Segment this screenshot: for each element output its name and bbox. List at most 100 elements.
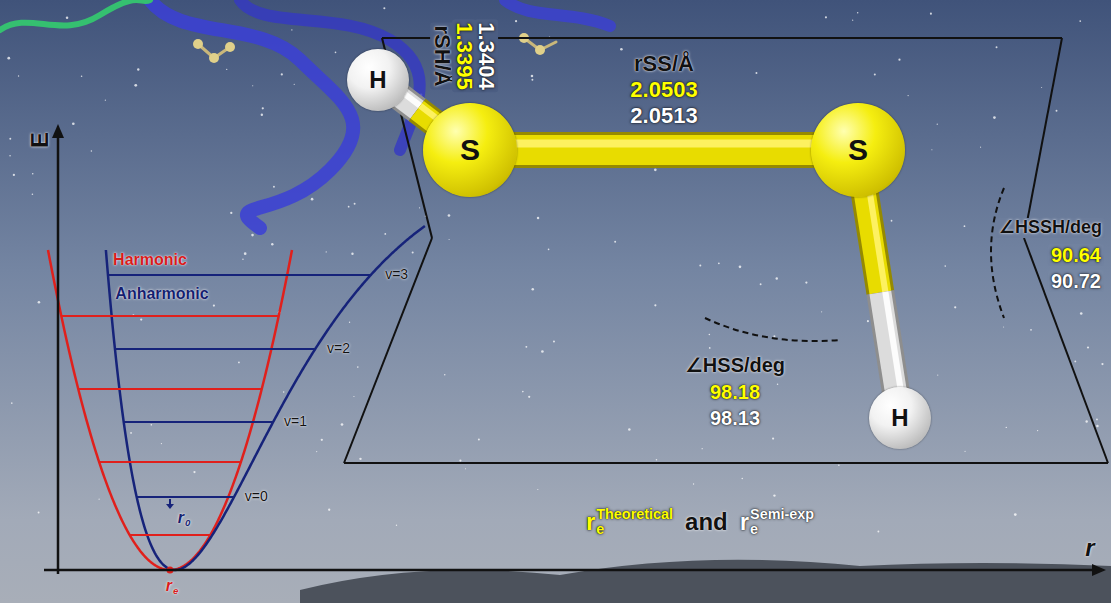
- star: [515, 20, 517, 22]
- star: [954, 306, 956, 308]
- star: [709, 334, 711, 336]
- star-field: [7, 7, 1103, 532]
- disulfide-atom: [193, 39, 203, 49]
- dihedral-arc: [991, 188, 1004, 318]
- star: [449, 239, 450, 240]
- anharmonic-curve: [106, 226, 425, 570]
- distance-subscript: e: [173, 585, 178, 596]
- semi-exp-value: 98.13: [710, 407, 760, 429]
- star: [654, 304, 656, 306]
- star: [1101, 363, 1103, 365]
- star: [877, 531, 879, 533]
- star: [281, 73, 283, 75]
- formula-subscript: e: [750, 521, 758, 537]
- bond-highlight: [870, 193, 886, 292]
- level-label: v=3: [385, 267, 408, 282]
- distance-subscript: 0: [185, 517, 190, 528]
- star: [996, 46, 998, 48]
- star: [964, 451, 965, 452]
- parameter-name: ∠HSS/deg: [685, 354, 785, 376]
- subscript-slot: e: [173, 586, 178, 596]
- parameter-name: ∠HSSH/deg: [996, 218, 1105, 238]
- atom-sphere: H: [869, 387, 931, 449]
- star: [412, 251, 414, 253]
- energy-axis: [57, 136, 60, 574]
- axes: [44, 124, 1106, 576]
- bond-highlight: [664, 140, 816, 148]
- star: [522, 391, 524, 393]
- star: [137, 68, 139, 70]
- star: [335, 52, 337, 54]
- star: [134, 84, 137, 87]
- star: [11, 402, 13, 404]
- star: [944, 265, 946, 267]
- semi-exp-value: 1.3404: [474, 19, 498, 92]
- harmonic-curve: [48, 250, 292, 570]
- star: [773, 494, 775, 496]
- star: [294, 84, 295, 85]
- star: [741, 478, 743, 480]
- theoretical-value: 2.0503: [630, 78, 697, 102]
- star: [66, 16, 69, 19]
- protein-ribbon: [0, 0, 610, 228]
- semi-exp-value: 90.72: [1048, 270, 1104, 292]
- subscript-slot: e: [596, 522, 673, 537]
- star: [252, 85, 253, 86]
- star: [384, 233, 386, 235]
- disulfide-atom: [209, 53, 219, 63]
- star: [242, 258, 243, 259]
- star: [291, 29, 292, 30]
- star: [838, 464, 840, 466]
- script-stack: Semi-expe: [750, 507, 814, 537]
- star: [1096, 425, 1098, 427]
- atom-symbol: H: [891, 406, 908, 430]
- atom-symbol: S: [848, 135, 868, 165]
- atom-sphere: S: [423, 103, 517, 197]
- star: [13, 174, 15, 176]
- star: [349, 322, 350, 323]
- star: [874, 73, 876, 75]
- bond-highlight: [512, 140, 664, 148]
- bond-cylinder: [512, 144, 815, 150]
- star: [718, 262, 720, 264]
- formula-superscript: Semi-exp: [750, 506, 814, 522]
- star: [359, 458, 361, 460]
- level-label: v=1: [284, 414, 307, 429]
- star: [193, 471, 195, 473]
- star: [614, 241, 616, 243]
- star: [693, 483, 694, 484]
- star: [261, 114, 263, 116]
- subscript-slot: e: [750, 522, 814, 537]
- star: [531, 79, 533, 81]
- star: [755, 72, 757, 74]
- star: [1030, 329, 1032, 331]
- star: [531, 288, 534, 291]
- star: [99, 499, 100, 500]
- harmonic-level: [61, 315, 278, 317]
- label-group: rSemi-expe: [740, 507, 814, 537]
- script-stack: e: [173, 576, 178, 596]
- axis-arrowhead: [52, 124, 64, 138]
- star: [244, 252, 247, 255]
- parameter-name: rSH/Å: [430, 22, 454, 89]
- anharmonic-level: [124, 421, 273, 423]
- bond-body: [664, 135, 816, 165]
- axis-label: r: [1085, 535, 1094, 561]
- star: [91, 150, 92, 151]
- star: [353, 396, 354, 397]
- star: [772, 438, 774, 440]
- star: [776, 277, 778, 279]
- star: [1041, 87, 1042, 88]
- anharmonic-level: [137, 496, 234, 498]
- curve-label: Anharmonic: [115, 285, 208, 303]
- protein-helix: [150, 0, 353, 228]
- star: [328, 509, 330, 511]
- superscript-slot: Theoretical: [596, 507, 673, 522]
- star: [38, 512, 40, 514]
- star: [465, 468, 466, 469]
- protein-loop: [0, 0, 150, 30]
- star: [1080, 312, 1083, 315]
- star: [931, 149, 932, 150]
